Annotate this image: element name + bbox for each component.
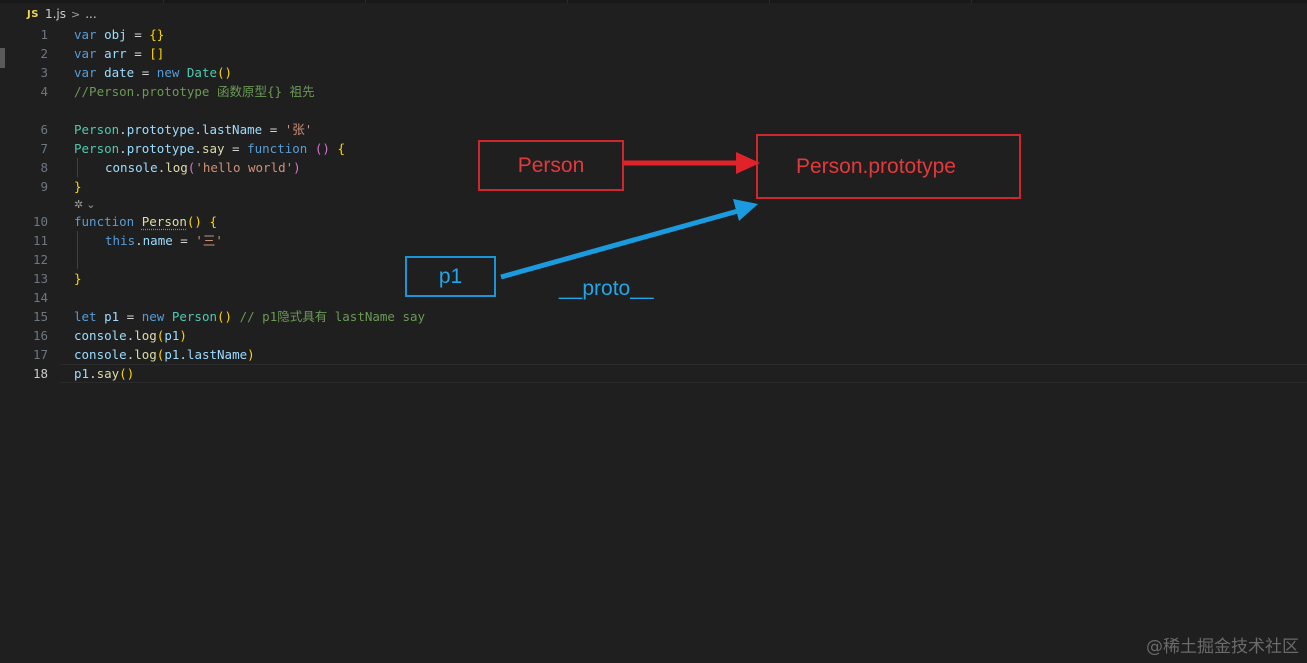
code-line[interactable]: console.log(p1) (74, 328, 187, 343)
codelens-hint[interactable]: ✲ ⌄ (74, 196, 95, 212)
tab-divider (769, 0, 970, 3)
code-line[interactable]: Person.prototype.say = function () { (74, 141, 345, 156)
line-number: 9 (40, 179, 48, 194)
p1-box: p1 (405, 256, 496, 297)
line-number: 8 (40, 160, 48, 175)
breadcrumb-file[interactable]: 1.js (44, 7, 66, 21)
breadcrumb-more[interactable]: ... (85, 7, 97, 21)
chevron-down-icon[interactable]: ⌄ (86, 197, 96, 211)
line-number-active: 18 (32, 366, 48, 381)
blue-arrow (500, 199, 758, 280)
line-number: 16 (32, 328, 48, 343)
red-arrow (624, 152, 760, 174)
js-file-icon: JS (27, 8, 39, 20)
indent-guide (77, 158, 78, 177)
code-line[interactable]: let p1 = new Person() // p1隐式具有 lastName… (74, 309, 426, 324)
line-number: 15 (32, 309, 48, 324)
current-line-highlight (60, 364, 1307, 383)
code-line[interactable]: Person.prototype.lastName = '张' (74, 122, 313, 137)
line-number: 6 (40, 122, 48, 137)
code-line-active[interactable]: p1.say() (74, 366, 135, 381)
line-number: 1 (40, 27, 48, 42)
line-number: 7 (40, 141, 48, 156)
code-line[interactable]: var date = new Date() (74, 65, 233, 80)
code-line[interactable]: console.log(p1.lastName) (74, 347, 255, 362)
hint-icon[interactable]: ✲ (74, 197, 84, 211)
line-number: 13 (32, 271, 48, 286)
line-number: 3 (40, 65, 48, 80)
tab-divider (163, 0, 364, 3)
line-number: 11 (32, 233, 48, 248)
code-line[interactable]: } (74, 271, 82, 286)
line-number: 14 (32, 290, 48, 305)
line-number: 12 (32, 252, 48, 267)
tab-divider (365, 0, 566, 3)
code-line[interactable]: } (74, 179, 82, 194)
person-box: Person (478, 140, 624, 191)
line-number: 2 (40, 46, 48, 61)
line-number: 4 (40, 84, 48, 99)
proto-link-label: __proto__ (559, 277, 654, 300)
code-line[interactable]: console.log('hello world') (105, 160, 301, 175)
line-number: 17 (32, 347, 48, 362)
indent-guide (77, 231, 78, 269)
person-prototype-box: Person.prototype (756, 134, 1021, 199)
tab-divider (567, 0, 768, 3)
breadcrumb: JS 1.js > ... (0, 3, 1307, 25)
chevron-right-icon: > (70, 7, 81, 21)
line-number: 10 (32, 214, 48, 229)
scroll-indicator (0, 48, 5, 68)
watermark: @稀土掘金技术社区 (1146, 637, 1299, 657)
tab-divider (971, 0, 1307, 3)
tab-bar (0, 0, 1307, 3)
code-line[interactable]: function Person() { (74, 214, 218, 229)
code-line[interactable]: //Person.prototype 函数原型{} 祖先 (74, 84, 315, 99)
code-line[interactable]: var arr = [] (74, 46, 165, 61)
code-line[interactable]: this.name = '三' (105, 233, 223, 248)
code-line[interactable]: var obj = {} (74, 27, 165, 42)
